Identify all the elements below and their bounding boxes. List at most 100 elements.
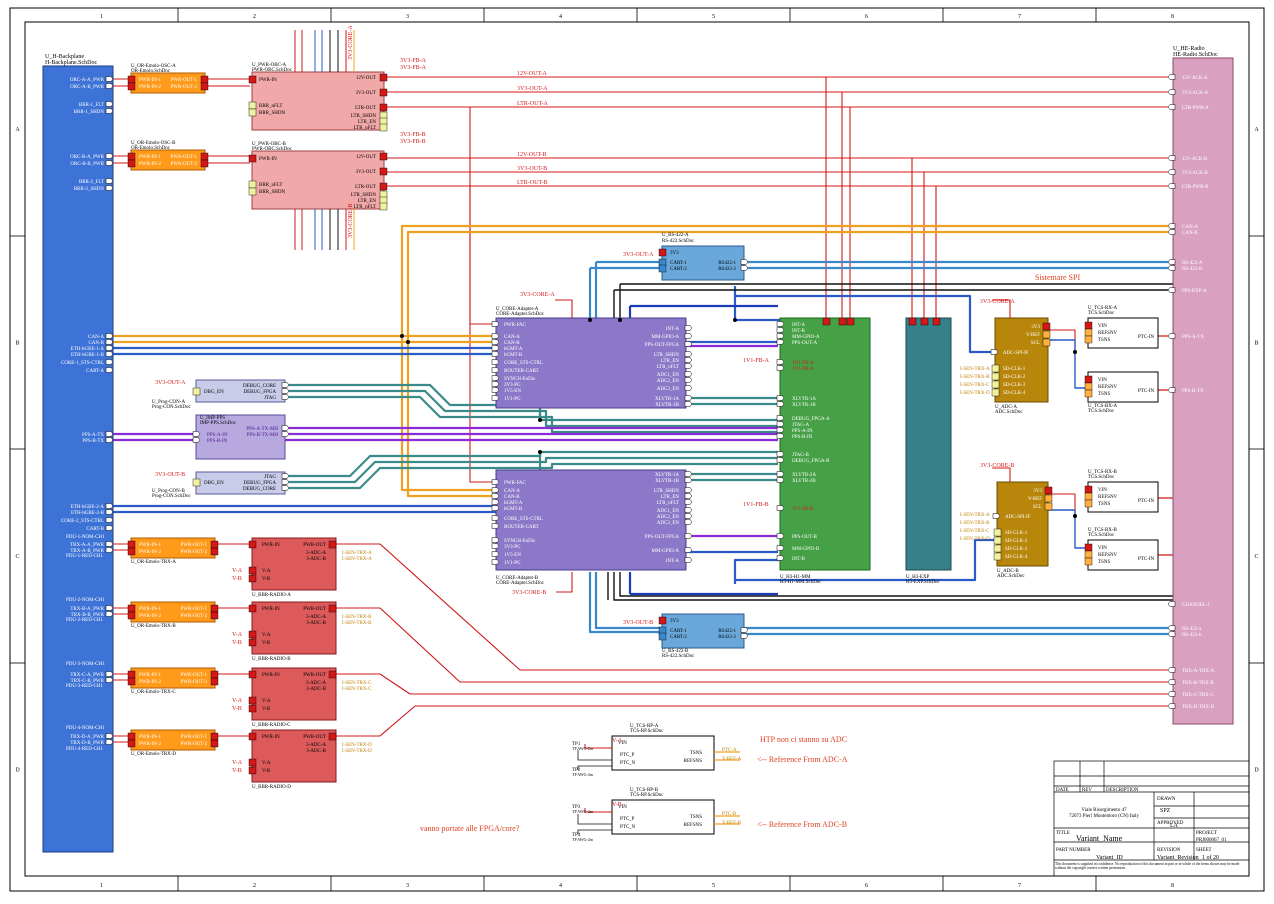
backplane-port: TRX-B-B_PWR [71,613,105,618]
port-marker [1167,74,1176,80]
rs422-b-block[interactable] [661,613,745,649]
port-marker [105,367,114,373]
adc-a-block[interactable] [994,317,1049,403]
pin-label: PWR-IN [259,157,277,162]
tcs-bx-a-block[interactable] [1087,371,1159,403]
port-marker [1167,223,1176,229]
sheet-entry [1084,543,1093,552]
tcs-rx-b-ref: U_TCS-RX-B [1088,470,1118,475]
pin-label: V-A [232,632,243,638]
or-gate-osc-b-file: OR-Emolo.SchDoc [131,146,171,151]
or-gate-trx-c[interactable] [130,667,216,689]
pin-label: CAN-B [504,495,520,500]
pin-label: I-SEN-TRX-B [342,615,372,620]
port-marker [491,381,500,387]
sheet-entry [200,82,209,91]
backplane-note: PDU-1-NOM-CH1 [66,535,105,540]
tcs-rp-b-block[interactable] [611,799,715,835]
pin-label: LTR_SHDN [351,193,376,198]
or-gate-trx-a[interactable] [130,537,216,559]
sheet-entry [127,82,136,91]
adc-b-block[interactable] [996,481,1049,567]
sheet-entry [1084,485,1093,494]
backplane-port: ETH-bGBE-1-A [71,347,105,352]
port-marker [1167,631,1176,637]
radio-port: RS-422-b [1182,633,1202,638]
sheet-entry [248,696,257,705]
pps-block[interactable] [195,414,286,460]
pin-label: I-SEN-TRX-C [342,681,372,686]
row-label: A [1254,127,1259,133]
fpga-block[interactable] [779,317,871,571]
junction-dot [733,318,737,322]
drawing-frame [9,7,1265,892]
core-b-block[interactable] [495,469,687,571]
pin-label: LTR_nFLT [657,365,679,370]
pin-label: 3-ADC-B [306,621,326,626]
pin-label: ADC2_EN [657,515,680,520]
sheet-entry [210,670,219,679]
pin-label: 3V3-FB-B [400,132,426,138]
pin-label: 12V-OUT [356,76,376,81]
tcs-rp-a-ref: U_TCS-RP-A [630,724,659,729]
pin-label: PWR-IN-1 [139,673,161,678]
pin-label: V-B [262,577,271,582]
bbr-b-block[interactable] [251,601,337,655]
pin-label: PTC-B [722,812,737,817]
tcs-rp-a-block[interactable] [611,735,715,771]
sheet-entry [1084,375,1093,384]
bbr-c-block[interactable] [251,667,337,721]
sheet-entry [838,317,847,326]
pin-label: 3V3-FB-A [400,58,427,64]
tcs-rx-a-ref: U_TCS-RX-A [1088,306,1118,311]
exp-block[interactable] [905,317,952,571]
sheet-entry [200,75,209,84]
sheet-entry [210,540,219,549]
radio-port: PPS-B-TX [1182,389,1204,394]
pin-label: 1V1-FB-B [792,507,814,512]
sheet-entry [658,616,667,625]
pin-label: I-SEN-TRX-B [960,375,990,380]
pin-label: 3V3 [1031,325,1040,330]
backplane-port: ETH-bGBE-1-B [71,353,105,358]
or-gate-trx-b[interactable] [130,601,216,623]
pin-label: PWR-IN-1 [139,607,161,612]
bbr-d-block[interactable] [251,729,337,783]
backplane-port: CORE-2_STS-CTRL [61,519,104,524]
pin-label: PWR-OUT [303,543,326,548]
sheet-entry [127,611,136,620]
pin-label: CAN-A [504,335,520,340]
pin-label: PWR-IN [262,543,280,548]
pin-label: PPS-B-IN [207,439,228,444]
pin-label: JTAG-A [792,423,809,428]
sheet-entry [248,540,257,549]
sheet-entry [210,739,219,748]
pin-label: PWR-IN [262,673,280,678]
sheet-entry [1042,330,1051,339]
core-a-block[interactable] [495,317,687,409]
pin-label: 3-ADC-B [306,557,326,562]
pin-label: I-SEN-TRX-C [342,687,372,692]
port-marker [105,611,114,617]
or-gate-osc-a[interactable] [130,72,206,94]
column-label: 1 [100,883,103,889]
backplane-block[interactable] [42,65,114,853]
tb-part-label: PART NUMBER [1056,848,1091,853]
backplane-port: PPS-B-TX [82,439,104,444]
sheet-entry [127,540,136,549]
tb-sheet-value: 1 of 20 [1202,854,1219,861]
column-label: 7 [1018,14,1021,20]
tcs-rx-a-block[interactable] [1087,317,1159,349]
tcs-bx-b-block[interactable] [1087,539,1159,571]
bbr-a-block[interactable] [251,537,337,591]
or-gate-trx-d[interactable] [130,729,216,751]
backplane-port: CART-A [86,369,104,374]
adc-b-ref: U_ADC-B [997,569,1019,574]
psu-b-block[interactable] [251,150,385,210]
radio-block[interactable] [1172,57,1234,725]
psu-a-block[interactable] [251,71,385,131]
pin-label: PTC-A [722,748,737,753]
tcs-rx-b-block[interactable] [1087,481,1159,513]
rs422-a-block[interactable] [661,245,745,281]
or-gate-osc-b[interactable] [130,149,206,171]
